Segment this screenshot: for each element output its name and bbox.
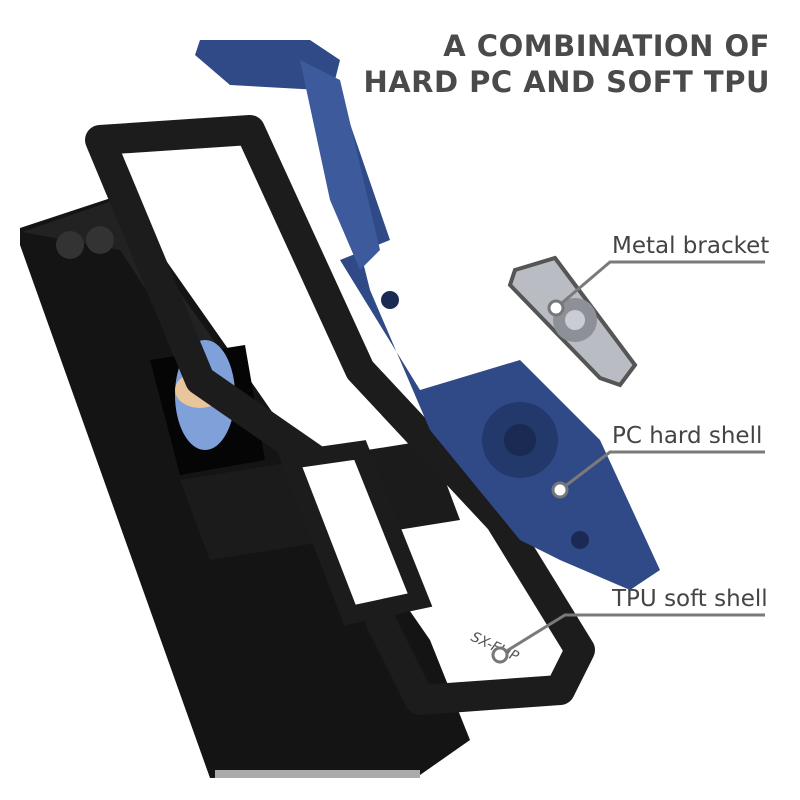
camera-lens-icon bbox=[86, 226, 114, 254]
callout-pc-hard-shell: PC hard shell bbox=[612, 423, 763, 449]
callout-metal-bracket: Metal bracket bbox=[612, 233, 770, 259]
metal-bracket bbox=[507, 255, 638, 388]
tpu-soft-shell: SX-FLIP bbox=[85, 115, 595, 715]
callout-lines bbox=[499, 260, 765, 657]
camera-lens-icon bbox=[56, 231, 84, 259]
headline-line-1: A COMBINATION OF bbox=[443, 29, 770, 63]
pc-hard-shell bbox=[195, 40, 660, 590]
callout-tpu-soft-shell: TPU soft shell bbox=[612, 586, 768, 612]
headline-line-2: HARD PC AND SOFT TPU bbox=[363, 65, 770, 99]
headline: A COMBINATION OF HARD PC AND SOFT TPU bbox=[363, 28, 770, 100]
